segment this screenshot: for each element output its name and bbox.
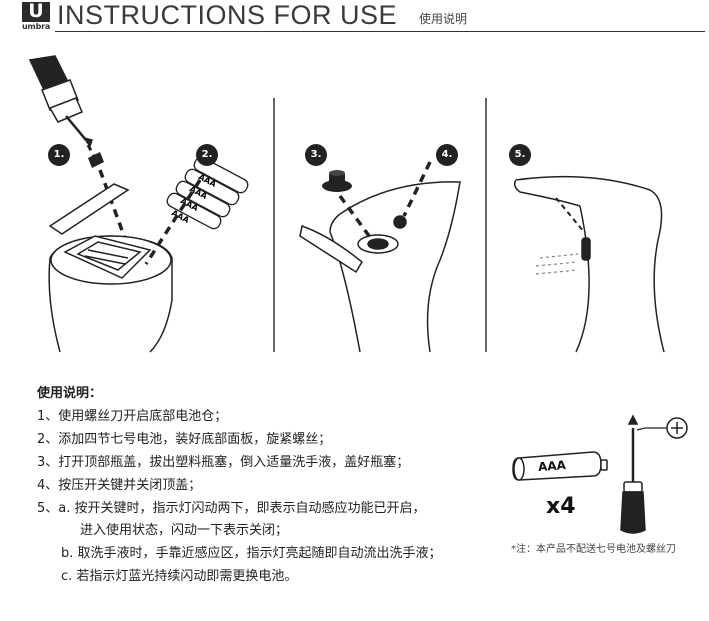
aaa-battery-icon bbox=[512, 451, 608, 481]
accessory-note: *注：本产品不配送七号电池及螺丝刀 bbox=[511, 544, 676, 555]
page-title: INSTRUCTIONS FOR USE bbox=[57, 0, 398, 30]
umbra-logo bbox=[22, 2, 50, 22]
instruction-item: 1、使用螺丝刀开启底部电池仓； bbox=[37, 409, 228, 424]
step-badge-4: 4. bbox=[436, 144, 458, 166]
step-badge-1: 1. bbox=[48, 144, 70, 166]
plus-screw-icon bbox=[666, 417, 688, 439]
bottle-stopper-icon bbox=[322, 170, 352, 192]
page-subtitle: 使用说明 bbox=[419, 12, 468, 26]
instruction-item: 4、按压开关键并关闭顶盖； bbox=[37, 478, 202, 493]
sensor-dashes bbox=[535, 253, 579, 275]
battery-quantity: x4 bbox=[546, 494, 576, 519]
screw-icon bbox=[88, 152, 104, 168]
step-badge-2: 2. bbox=[196, 144, 218, 166]
instruction-item: 2、添加四节七号电池，装好底部面板，旋紧螺丝； bbox=[37, 432, 332, 447]
screwdriver-icon bbox=[620, 414, 646, 534]
lid-open bbox=[299, 225, 363, 274]
dispenser-side bbox=[513, 175, 665, 353]
step-badge-3: 3. bbox=[305, 144, 327, 166]
instruction-item: 进入使用状态，闪动一下表示关闭； bbox=[80, 523, 289, 538]
header: U umbra INSTRUCTIONS FOR USE 使用说明 bbox=[0, 0, 709, 36]
instruction-diagram: AAA AAA AAA AAA bbox=[28, 55, 665, 353]
dispenser-base bbox=[48, 235, 173, 353]
battery-label: AAA bbox=[537, 458, 567, 474]
logo-wordmark: umbra bbox=[21, 22, 51, 31]
instructions-heading: 使用说明： bbox=[37, 386, 103, 401]
instruction-item: c. 若指示灯蓝光持续闪动即需更换电池。 bbox=[61, 569, 298, 584]
accessories-illustration bbox=[512, 414, 688, 534]
instruction-item: b. 取洗手液时，手靠近感应区，指示灯亮起随即自动流出洗手液； bbox=[61, 546, 442, 561]
instruction-item: 5、a. 按开关键时，指示灯闪动两下，即表示自动感应功能已开启， bbox=[37, 501, 426, 516]
aaa-batteries bbox=[166, 156, 249, 230]
logo-letter: U bbox=[28, 0, 44, 22]
step-badge-5: 5. bbox=[509, 144, 531, 166]
screwdriver-illustration bbox=[28, 55, 93, 148]
dispenser-top bbox=[329, 181, 461, 353]
header-rule bbox=[55, 31, 705, 32]
battery-cover-plate bbox=[48, 183, 130, 235]
instruction-item: 3、打开顶部瓶盖，拔出塑料瓶塞，倒入适量洗手液，盖好瓶塞； bbox=[37, 455, 410, 470]
